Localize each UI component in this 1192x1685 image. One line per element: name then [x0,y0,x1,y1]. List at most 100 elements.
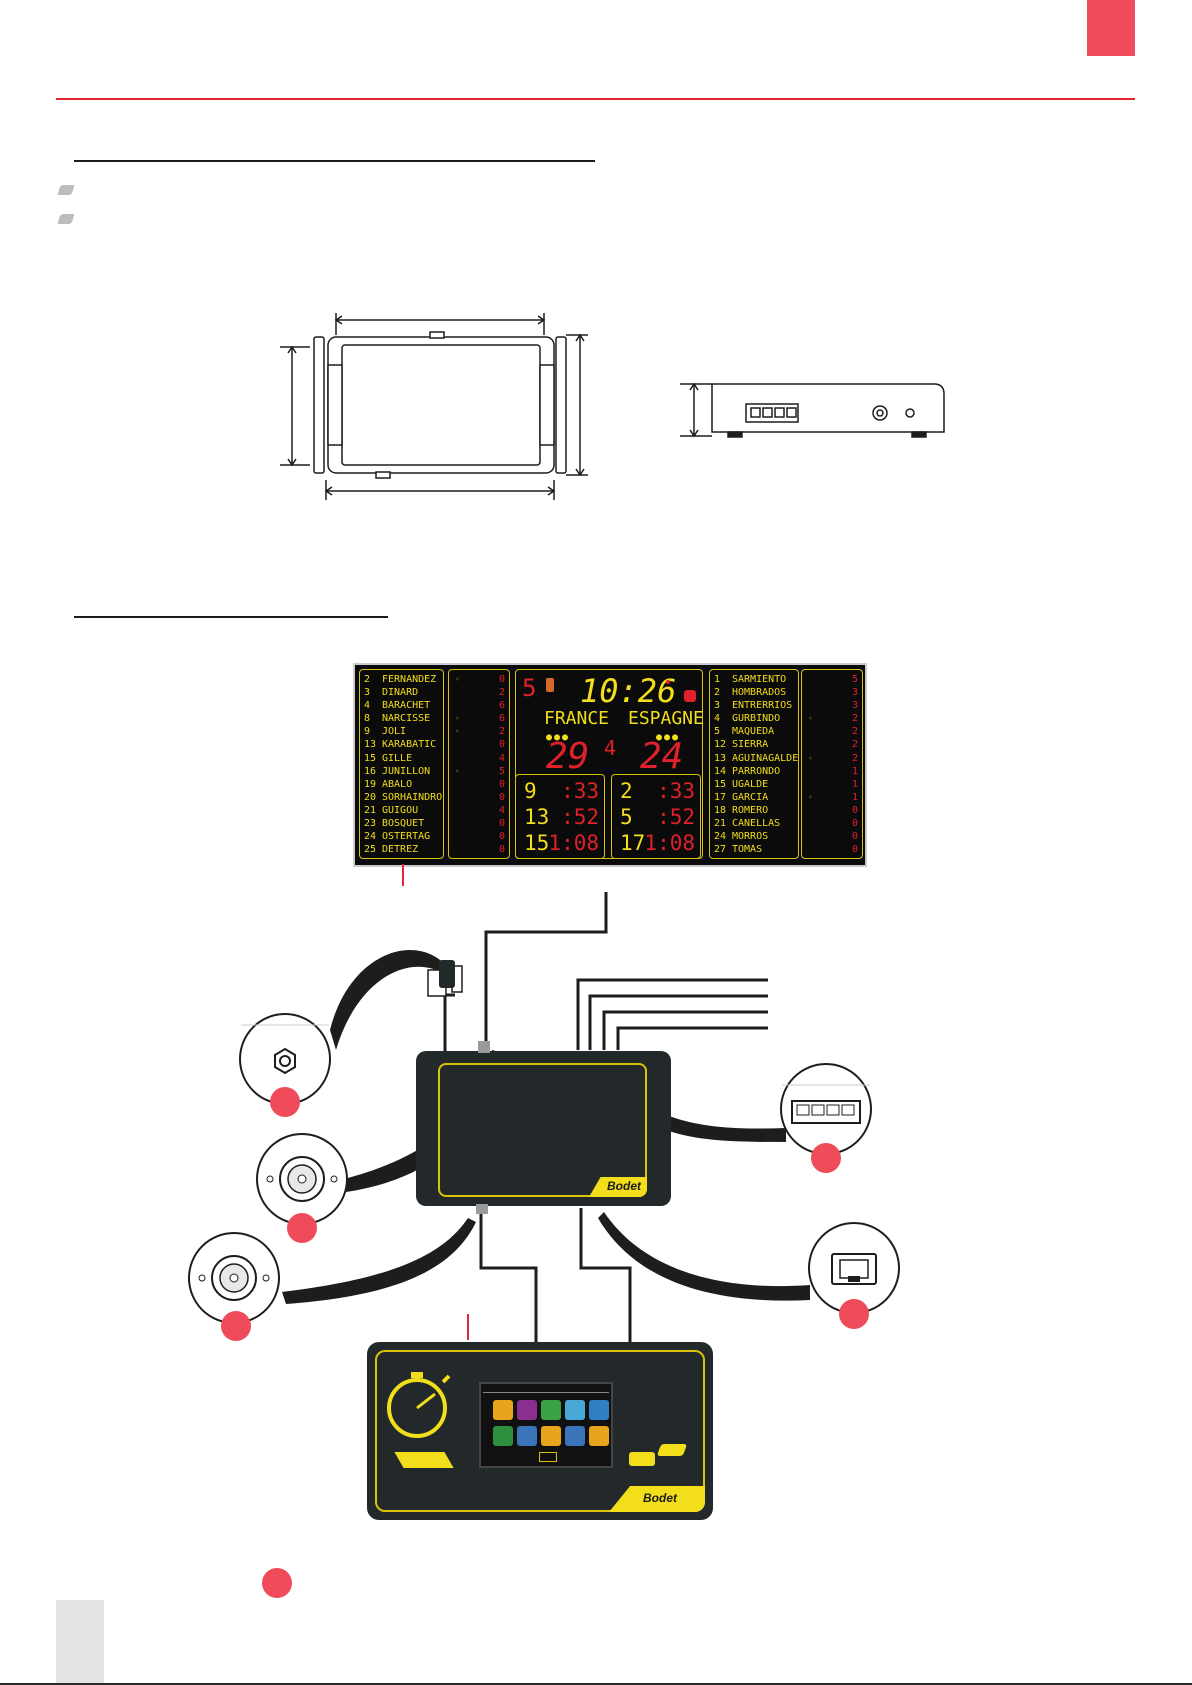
penalty-row: ◦1 [806,791,858,804]
app-icon [565,1426,585,1446]
penalty-row: 1 [806,765,858,778]
connector-bottom [476,1204,488,1214]
penalty-row: 0 [806,830,858,843]
power-adapter-icon [429,960,455,988]
header-rule [56,98,1135,100]
player-name: FERNANDEZ [382,674,437,685]
footer-rule [0,1683,1192,1685]
penalty-count: 6 [498,700,505,712]
penalty-count: 0 [498,831,505,843]
app-icon [541,1400,561,1420]
player-name: JUNILLON [382,765,431,777]
penalty-row: 0 [453,817,505,830]
player-number: 23 [364,818,377,830]
penalty-count: 3 [851,700,858,712]
penalty-row: ◦6 [453,712,505,725]
penalty-row: ◦2 [453,725,505,738]
penalty-count: 1 [851,765,858,777]
penalty-row: 0 [453,830,505,843]
suspension-row: 9:33 [516,778,604,804]
yellow-key [394,1452,454,1468]
warning-dot-icon: ◦ [808,753,813,763]
player-number: 27 [714,844,727,856]
penalty-count: 4 [498,752,505,764]
rj45-4port-icon [782,1084,870,1124]
scoreboard-center: 5 10:26 FRANCE ESPAGNE ●●● ●●● 29 4 24 [515,669,704,859]
back-key [629,1452,655,1466]
penalty-row: 6 [453,699,505,712]
player-name: SORHAINDRO [382,791,443,803]
callout-marker [221,1311,251,1341]
penalty-count: 0 [498,674,505,685]
callout-line [402,864,404,886]
penalty-row: 0 [806,817,858,830]
player-name: JOLI [382,726,407,738]
away-timeout-dots: ●●● [656,732,681,743]
warning-dot-icon: ◦ [455,766,460,776]
penalty-count: 2 [851,726,858,738]
callout-marker [287,1213,317,1243]
penalty-row: 2 [806,725,858,738]
console-touchscreen [479,1382,613,1468]
rj45-4port-zoom [780,1063,872,1155]
control-console: Bodet [367,1342,713,1520]
app-icon [589,1400,609,1420]
player-number: 18 [714,804,727,816]
player-name: ROMERO [732,804,769,816]
penalty-count: 0 [851,844,858,856]
penalty-count: 0 [498,844,505,856]
penalty-count: 0 [498,739,505,751]
warning-dot-icon: ◦ [455,727,460,737]
player-name: SIERRA [732,739,769,751]
roster-row: 15 GILLE [364,752,439,765]
penalty-row: ◦5 [453,765,505,778]
penalty-row: ◦2 [806,752,858,765]
penalty-row: 4 [453,804,505,817]
penalty-row: 0 [806,843,858,856]
rj45-port-icon [831,1253,877,1285]
penalty-count: 6 [498,713,505,725]
player-name: DINARD [382,687,419,699]
app-icon [493,1400,513,1420]
penalty-row: ◦0 [453,673,505,686]
suspended-player: 2 [620,779,633,803]
player-number: 25 [364,844,377,856]
player-number: 5 [714,726,721,738]
player-name: GUIGOU [382,804,419,816]
player-name: KARABATIC [382,739,437,751]
player-name: GURBINDO [732,713,781,725]
section-heading-underline-2 [74,616,388,618]
warning-dot-icon: ◦ [455,675,460,684]
player-name: TOMAS [732,844,763,856]
player-number: 1 [714,674,721,685]
page-number-block [56,1600,104,1685]
player-name: GARCIA [732,791,769,803]
side-view-dimension-drawing [680,382,945,438]
indicator-dot [666,680,670,684]
player-number: 15 [364,752,377,764]
roster-row: 20 SORHAINDRO [364,791,443,804]
penalty-count: 0 [851,831,858,843]
suspended-player: 17 [620,831,646,855]
home-team-name: FRANCE [544,708,610,729]
player-number: 17 [714,791,727,803]
suspended-player: 15 [524,831,550,855]
player-name: GILLE [382,752,413,764]
penalty-count: 1 [851,778,858,790]
player-number: 13 [714,752,727,764]
player-number: 20 [364,791,377,803]
screen-status-bar [483,1386,609,1393]
roster-row: 18 ROMERO [714,804,794,817]
